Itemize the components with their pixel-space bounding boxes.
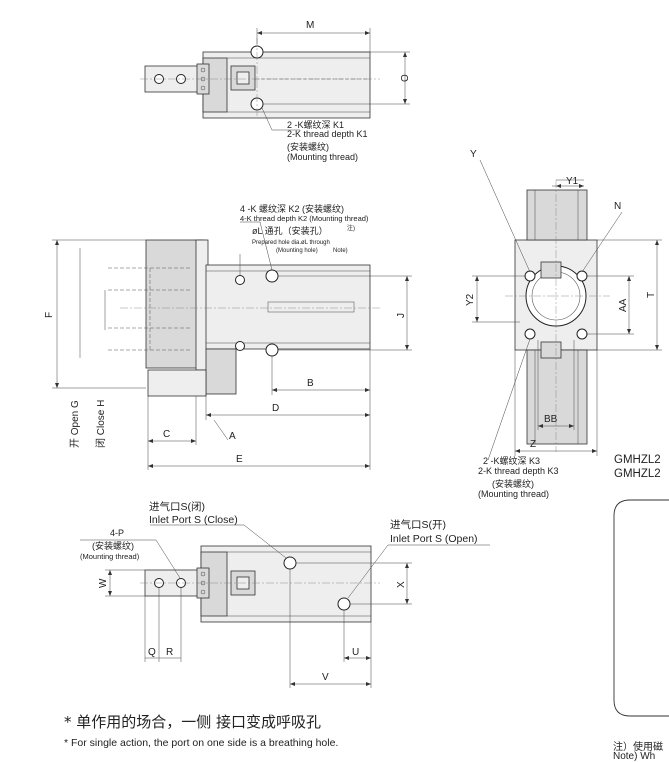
hole-note-cn: 注) bbox=[347, 224, 355, 232]
p-mount-en: (Mounting thread) bbox=[80, 552, 140, 561]
hole-label-en: Prepared hole dia.øL through bbox=[252, 240, 330, 246]
dim-bb: BB bbox=[544, 414, 558, 425]
side-view: Y Y1 N Y2 AA T BB Z bbox=[465, 149, 662, 499]
hole-label-en2: (Mounting hole) bbox=[276, 248, 318, 254]
k2-label-cn: 4 -K 螺纹深 K2 (安装螺纹) bbox=[240, 203, 344, 214]
open-port-cn: 进气口S(开) bbox=[390, 518, 446, 531]
k1-mount-cn: (安装螺纹) bbox=[287, 141, 329, 152]
k3-mount-en: (Mounting thread) bbox=[478, 489, 549, 499]
k1-mount-en: (Mounting thread) bbox=[287, 152, 358, 162]
dim-q: Q bbox=[148, 647, 156, 658]
dim-o: O bbox=[400, 74, 411, 82]
close-port-en: Inlet Port S (Close) bbox=[149, 514, 238, 526]
dim-z: Z bbox=[530, 439, 536, 450]
p-label: 4-P bbox=[110, 528, 124, 538]
front-view-jaw-plate bbox=[145, 239, 205, 369]
dim-y1: Y1 bbox=[566, 176, 579, 187]
dim-t: T bbox=[646, 292, 657, 298]
single-action-note-en: * For single action, the port on one sid… bbox=[64, 737, 339, 749]
dim-w: W bbox=[98, 578, 109, 588]
top-view: M O 2 -K螺纹深 K1 2-K thread depth K1 (安装螺纹… bbox=[140, 20, 411, 162]
dim-e: E bbox=[236, 454, 243, 465]
dim-j: J bbox=[396, 313, 407, 318]
side-note-cn: 注）使用磁 bbox=[613, 742, 663, 753]
dim-x: X bbox=[396, 581, 407, 588]
k3-label-en: 2-K thread depth K3 bbox=[478, 466, 559, 476]
bottom-view: W X Q R U V 4-P (安装螺纹) (Mounting thread)… bbox=[80, 500, 490, 688]
dim-y2: Y2 bbox=[465, 293, 476, 306]
dim-d: D bbox=[272, 403, 279, 414]
dim-m: M bbox=[306, 20, 314, 31]
model-label-2: GMHZL2 bbox=[614, 468, 661, 480]
dim-h: 闭 Close H bbox=[94, 400, 107, 448]
hole-label-cn: øL 通孔（安装孔） bbox=[252, 225, 328, 236]
model-box bbox=[613, 499, 669, 717]
k1-label-cn: 2 -K螺纹深 K1 bbox=[287, 119, 344, 130]
side-note-en: Note) Wh bbox=[613, 751, 656, 762]
dim-g: 开 Open G bbox=[70, 400, 81, 448]
dim-v: V bbox=[322, 672, 329, 683]
front-view-body bbox=[205, 264, 371, 350]
open-port-hole bbox=[337, 597, 351, 611]
dim-a: A bbox=[229, 431, 236, 442]
top-view-body bbox=[202, 51, 371, 119]
dim-y: Y bbox=[470, 149, 477, 160]
dim-u: U bbox=[352, 647, 359, 658]
k1-label-en: 2-K thread depth K1 bbox=[287, 129, 368, 139]
front-view: F 开 Open G 闭 Close H J B D C A bbox=[44, 203, 412, 470]
open-port-en: Inlet Port S (Open) bbox=[390, 533, 478, 545]
dim-n: N bbox=[614, 201, 621, 212]
k3-label-cn: 2 -K螺纹深 K3 bbox=[483, 455, 540, 466]
hole-note-en: Note) bbox=[333, 248, 348, 254]
dim-c: C bbox=[163, 429, 170, 440]
dim-r: R bbox=[166, 647, 173, 658]
p-mount-cn: (安装螺纹) bbox=[92, 540, 134, 551]
k3-mount-cn: (安装螺纹) bbox=[492, 478, 534, 489]
model-label-1: GMHZL2 bbox=[614, 454, 661, 466]
k2-label-en: 4-K thread depth K2 (Mounting thread) bbox=[240, 214, 369, 223]
dim-b: B bbox=[307, 378, 314, 389]
dim-f: F bbox=[44, 312, 55, 318]
close-port-hole bbox=[283, 556, 297, 570]
close-port-cn: 进气口S(闭) bbox=[149, 500, 205, 513]
single-action-note-cn: * 单作用的场合，一侧 接口变成呼吸孔 bbox=[64, 713, 322, 731]
dim-aa: AA bbox=[618, 298, 629, 312]
